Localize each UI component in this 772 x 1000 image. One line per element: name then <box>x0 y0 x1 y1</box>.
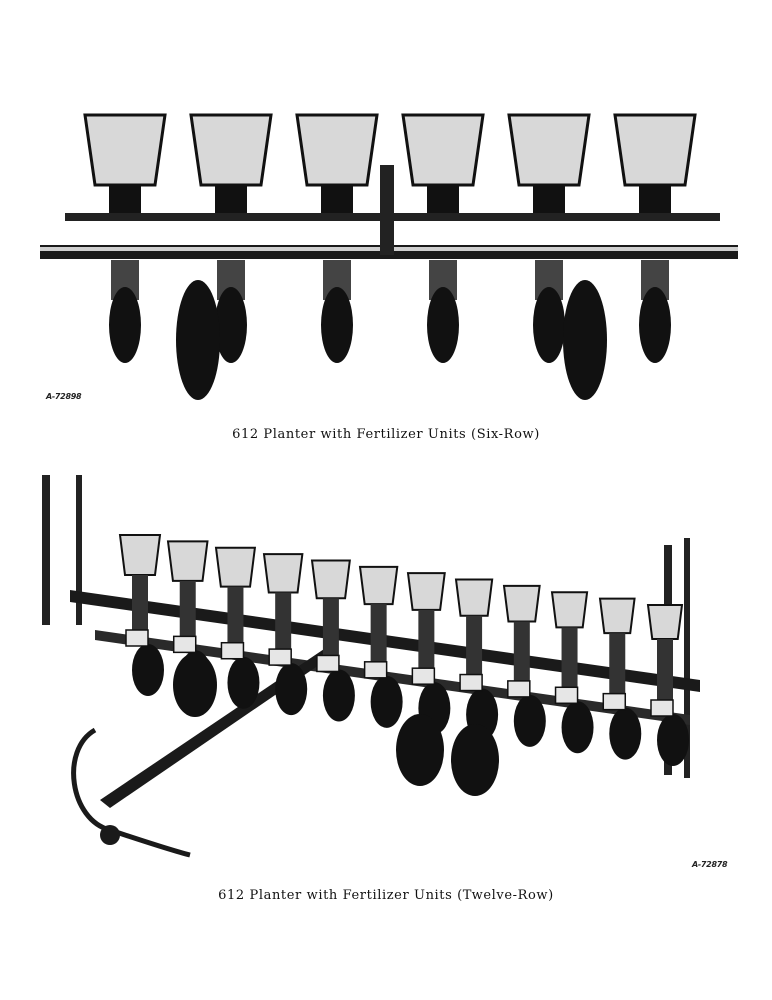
seed-hopper <box>646 604 684 640</box>
fertilizer-can <box>554 686 579 705</box>
fertilizer-can <box>602 692 627 711</box>
figure-caption: 612 Planter with Fertilizer Units (Twelv… <box>218 888 554 903</box>
press-wheel <box>427 287 459 363</box>
seed-hoppers <box>83 113 697 215</box>
transport-wheel <box>451 724 499 796</box>
transport-wheel <box>396 714 444 786</box>
fertilizer-can <box>316 654 340 673</box>
transport-wheel <box>176 280 220 400</box>
seed-hopper <box>550 591 589 629</box>
hitch-jack <box>100 825 120 845</box>
press-wheel <box>215 287 247 363</box>
fertilizer-can <box>172 635 197 654</box>
planter-unit-shank <box>513 621 530 692</box>
figure-twelve-row-planter <box>0 470 772 870</box>
planter-unit-shank <box>227 586 244 657</box>
gauge-wheels <box>109 260 671 400</box>
seed-hopper <box>83 113 167 187</box>
hopper-base <box>321 185 353 215</box>
left-marker-post <box>76 475 82 625</box>
right-marker-post <box>684 538 690 778</box>
press-wheel <box>109 287 141 363</box>
seed-hopper <box>507 113 591 187</box>
planter-unit-shank <box>275 592 292 663</box>
fertilizer-can <box>507 680 531 698</box>
center-hitch <box>380 165 394 255</box>
seed-hopper <box>118 534 162 576</box>
press-wheel <box>370 675 403 728</box>
fertilizer-can <box>411 667 436 685</box>
transport-wheel <box>563 280 607 400</box>
twelve-row-planter-illustration <box>42 475 700 858</box>
seed-hopper <box>262 553 304 594</box>
seed-hopper <box>598 597 636 635</box>
six-row-planter-illustration <box>40 113 738 400</box>
seed-hopper <box>401 113 485 187</box>
planter-unit-shank <box>418 609 435 680</box>
seed-hopper <box>295 113 379 187</box>
planter-units <box>118 534 689 796</box>
seed-hopper <box>358 565 399 606</box>
press-wheel <box>533 287 565 363</box>
press-wheel <box>322 669 355 722</box>
press-wheel <box>657 714 689 766</box>
press-wheel <box>609 707 642 760</box>
fertilizer-can <box>268 648 292 666</box>
seed-hopper <box>406 572 446 611</box>
press-wheel <box>132 644 164 696</box>
planter-unit-shank <box>657 639 673 709</box>
figure-six-row-planter <box>0 95 772 415</box>
seed-hopper <box>189 113 273 187</box>
hopper-base <box>109 185 141 215</box>
transport-wheel <box>173 653 217 717</box>
press-wheel <box>513 694 546 747</box>
planter-unit-shank <box>322 598 339 669</box>
planter-unit-shank <box>466 615 483 686</box>
hopper-base <box>639 185 671 215</box>
left-marker-arm <box>42 475 50 625</box>
seed-hopper <box>166 540 209 582</box>
figure-caption: 612 Planter with Fertilizer Units (Six-R… <box>232 427 540 442</box>
press-wheel <box>275 663 308 716</box>
fertilizer-can <box>459 673 483 692</box>
seed-hopper <box>214 546 257 588</box>
seed-hopper <box>502 584 541 623</box>
press-wheel <box>561 701 594 754</box>
press-wheel <box>321 287 353 363</box>
planter-unit-shank <box>132 575 148 645</box>
hopper-base <box>427 185 459 215</box>
press-wheel <box>639 287 671 363</box>
planter-unit-shank <box>561 627 578 698</box>
planter-unit-shank <box>370 604 387 675</box>
photo-id-label: A-72878 <box>692 860 728 869</box>
seed-hopper <box>310 559 351 600</box>
fertilizer-can <box>650 699 674 717</box>
seed-hopper <box>454 578 494 617</box>
photo-id-label: A-72898 <box>46 392 82 401</box>
seed-hopper <box>613 113 697 187</box>
hopper-base <box>215 185 247 215</box>
planter-unit-shank <box>179 580 196 651</box>
fertilizer-can <box>220 641 245 660</box>
planter-unit-shank <box>609 633 626 704</box>
press-wheel <box>227 656 260 709</box>
fertilizer-can <box>363 661 388 679</box>
fertilizer-can <box>125 629 149 647</box>
hopper-base <box>533 185 565 215</box>
